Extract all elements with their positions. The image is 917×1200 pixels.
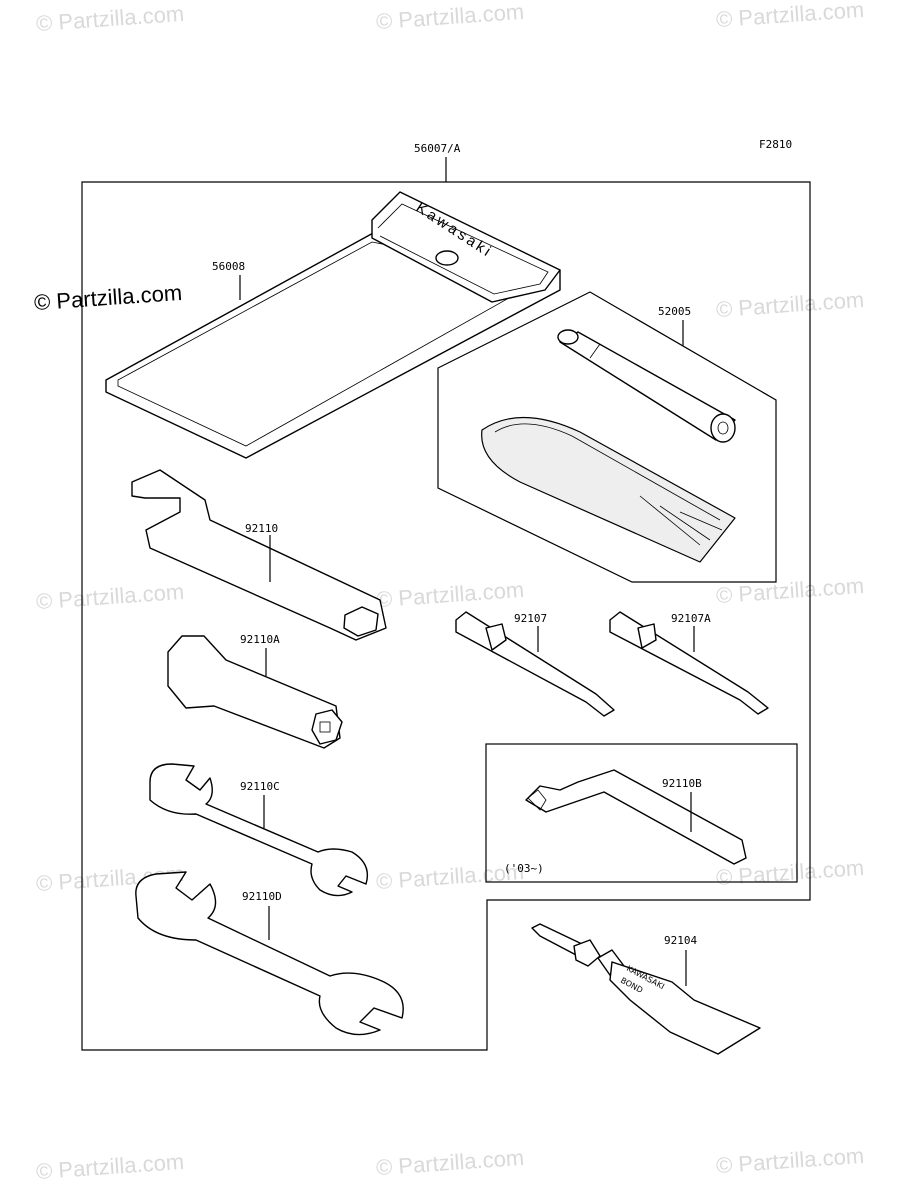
subset-outline-92110b [485,743,798,883]
subset-outline-52005 [437,291,777,583]
hex-key-92110b [525,769,747,865]
part-label-92110: 92110 [245,522,278,535]
part-label-92107: 92107 [514,612,547,625]
part-label-56008: 56008 [212,260,245,273]
part-label-92107a: 92107A [671,612,711,625]
box-wrench-92110a [167,635,343,749]
snap-button-icon [435,250,459,266]
spanner-92110 [131,469,387,641]
part-label-92110d: 92110D [242,890,282,903]
wrench-92110d [135,871,404,1036]
tool-pouch: Kawasaki [105,191,561,459]
screwdriver-92107 [455,611,615,717]
part-label-52005: 52005 [658,305,691,318]
figure-code: F2810 [759,138,792,151]
bond-tube-92104: KAWASAKI BOND [531,923,761,1055]
part-label-56007a: 56007/A [414,142,461,155]
kit-outline [81,181,811,1051]
note-92110b: ('03~) [504,862,544,875]
part-label-92110b: 92110B [662,777,702,790]
screwdriver-92107a [609,611,769,715]
wrench-92110c [149,763,369,897]
cloth-bag-icon [481,416,736,563]
socket-tube-icon [557,329,736,443]
part-label-92110c: 92110C [240,780,280,793]
part-label-92110a: 92110A [240,633,280,646]
part-label-92104: 92104 [664,934,697,947]
